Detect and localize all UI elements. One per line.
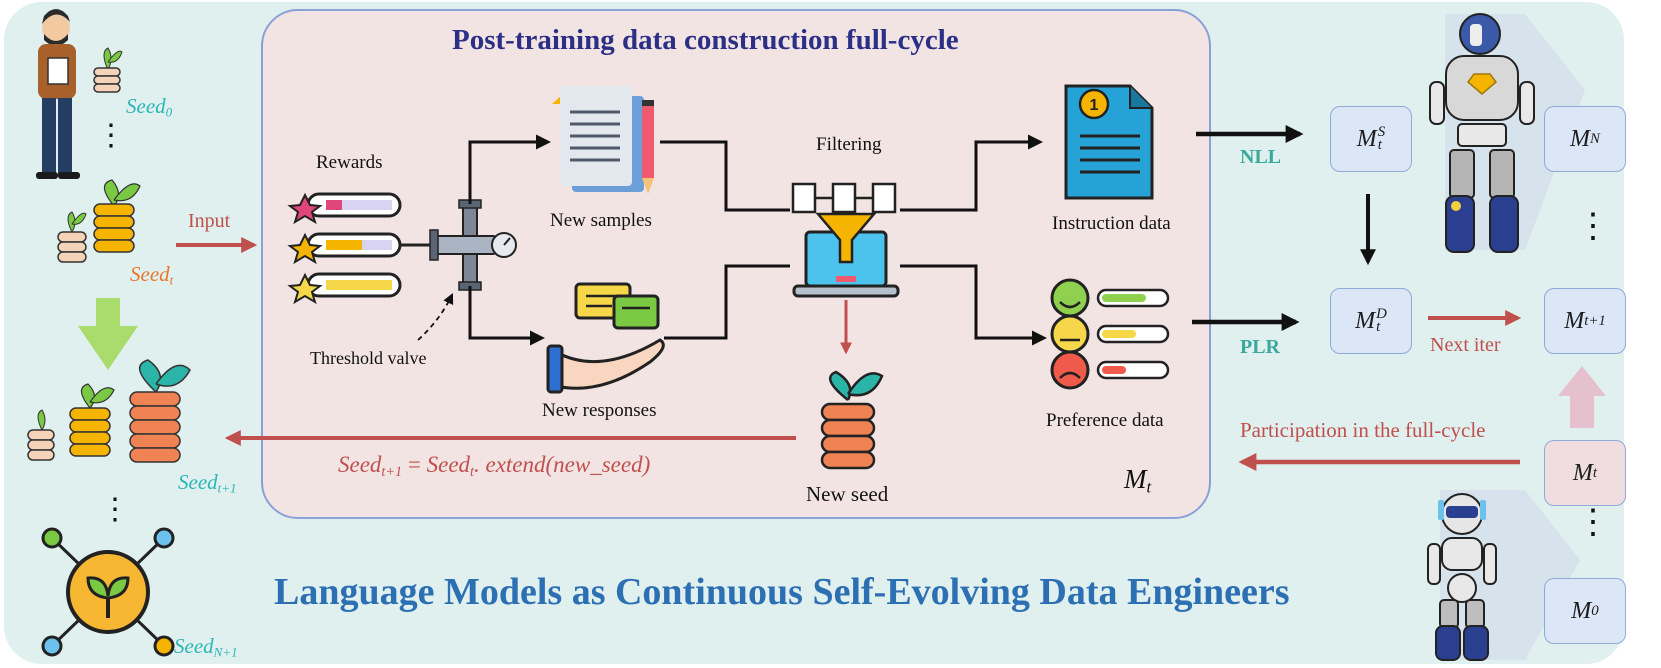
label-seedN1: SeedN+1 (174, 634, 238, 660)
seedt1-icon (27, 359, 191, 463)
banner-title: Language Models as Continuous Self-Evolv… (274, 571, 1290, 613)
label-mt-panel: Mt (1124, 464, 1152, 497)
label-seedt: Seedt (130, 262, 174, 288)
preference-data-icon (1050, 278, 1170, 390)
label-filtering: Filtering (816, 134, 882, 155)
label-new-samples: New samples (550, 210, 652, 231)
ellipsis-seeds-top: ⋮ (96, 119, 126, 152)
new-seed-icon (820, 370, 884, 470)
seedt-icon (57, 179, 141, 263)
diagram-title: Post-training data construction full-cyc… (452, 24, 959, 56)
ellipsis-seeds-bottom: ⋮ (100, 493, 130, 526)
label-nll: NLL (1240, 146, 1282, 168)
pink-up-arrow (1558, 366, 1606, 428)
ellipsis-models-top: ⋮ (1576, 208, 1610, 245)
label-new-responses: New responses (542, 400, 657, 421)
rewards-icon (287, 192, 440, 305)
label-preference-data: Preference data (1046, 410, 1164, 431)
green-down-arrow (78, 298, 138, 370)
label-rewards: Rewards (316, 152, 383, 173)
cycle-panel (261, 9, 1211, 519)
robot-bottom-icon (1427, 493, 1497, 661)
label-participation: Participation in the full-cycle (1240, 418, 1486, 442)
filtering-icon (791, 182, 900, 298)
new-responses-icon (546, 282, 665, 394)
svg-text:1: 1 (1090, 97, 1099, 114)
seed0-icon (93, 47, 123, 93)
label-next-iter: Next iter (1430, 334, 1501, 356)
label-seed0: Seed0 (126, 94, 173, 120)
label-instruction-data: Instruction data (1052, 213, 1171, 234)
label-input: Input (188, 210, 231, 232)
label-new-seed: New seed (806, 482, 889, 506)
person-icon (36, 9, 80, 179)
seedN1-icon (41, 527, 175, 657)
robot-top-icon (1429, 13, 1535, 253)
seed-update-formula: Seedt+1 = Seedt. extend(new_seed) (338, 452, 651, 480)
label-threshold-valve: Threshold valve (310, 348, 427, 368)
new-samples-icon (552, 86, 654, 194)
label-plr: PLR (1240, 336, 1280, 358)
instruction-data-icon: 1 (1064, 84, 1154, 200)
ellipsis-models-bottom: ⋮ (1576, 504, 1610, 541)
label-seedt1: Seedt+1 (178, 470, 237, 496)
